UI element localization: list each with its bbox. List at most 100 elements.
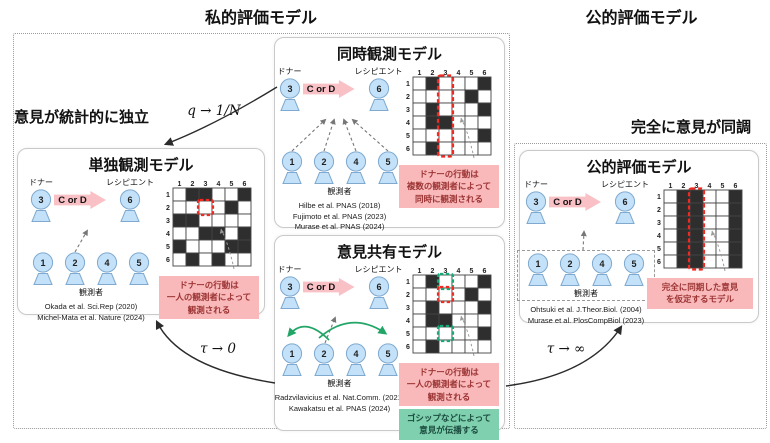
panel-opinion-sharing: 意見共有モデル ドナー 3 C or D レシピエント 6 bbox=[274, 235, 505, 440]
svg-text:4: 4 bbox=[657, 233, 661, 240]
observers-row: 1 2 4 5 bbox=[525, 253, 647, 287]
panel-single-observation: 単独観測モデル ドナー 3 C or D レシピエント 6 bbox=[17, 148, 265, 322]
svg-text:5: 5 bbox=[631, 259, 636, 269]
observation-arrows bbox=[30, 227, 152, 253]
svg-text:4: 4 bbox=[104, 258, 109, 268]
svg-text:6: 6 bbox=[734, 183, 738, 190]
references: Hilbe et al. PNAS (2018)Fujimoto et al. … bbox=[292, 201, 387, 231]
recipient-agent-icon: 6 bbox=[366, 78, 392, 117]
observer-agent-icon: 2 bbox=[62, 252, 88, 286]
svg-text:2: 2 bbox=[657, 207, 661, 214]
observers-group-box: 1 2 4 5 観測者 bbox=[517, 250, 655, 301]
svg-text:3: 3 bbox=[287, 282, 292, 292]
recipient-actor: レシピエント 6 bbox=[106, 177, 154, 228]
tau-zero-label: τ → 0 bbox=[200, 341, 236, 357]
svg-text:2: 2 bbox=[431, 70, 435, 77]
svg-text:4: 4 bbox=[353, 349, 358, 359]
svg-text:5: 5 bbox=[657, 246, 661, 253]
svg-text:2: 2 bbox=[431, 268, 435, 275]
svg-text:3: 3 bbox=[406, 107, 410, 114]
observers-label: 観測者 bbox=[327, 187, 352, 196]
donor-label: ドナー bbox=[277, 265, 302, 274]
svg-text:6: 6 bbox=[243, 181, 247, 188]
caption-gossip: ゴシップなどによって意見が伝播する bbox=[399, 408, 499, 440]
private-models-region-box bbox=[13, 33, 510, 429]
tau-infinity-label: τ → ∞ bbox=[546, 341, 586, 357]
observer-agent-icon: 5 bbox=[621, 253, 647, 287]
svg-text:2: 2 bbox=[166, 205, 170, 212]
svg-text:1: 1 bbox=[289, 157, 294, 167]
recipient-label: レシピエント bbox=[601, 180, 649, 189]
svg-text:5: 5 bbox=[470, 70, 474, 77]
donor-label: ドナー bbox=[29, 178, 53, 187]
observer-agent-icon: 4 bbox=[343, 343, 369, 377]
svg-text:4: 4 bbox=[166, 231, 170, 238]
recipient-agent-icon: 6 bbox=[117, 189, 143, 228]
caption-observation: ドナーの行動は複数の観測者によって同時に観測される bbox=[399, 165, 499, 208]
svg-text:2: 2 bbox=[321, 349, 326, 359]
svg-text:6: 6 bbox=[406, 146, 410, 153]
observation-and-gossip-arrows bbox=[279, 314, 401, 344]
svg-text:1: 1 bbox=[406, 279, 410, 286]
panel-simultaneous-observation: 同時観測モデル ドナー 3 C or D レシピエント 6 bbox=[274, 37, 505, 231]
observer-agent-icon: 1 bbox=[30, 252, 56, 286]
svg-text:5: 5 bbox=[406, 331, 410, 338]
observer-agent-icon: 2 bbox=[557, 253, 583, 287]
caption-observation: ドナーの行動は一人の観測者によって観測される bbox=[159, 276, 259, 319]
panel-public-assessment: 公的評価モデル ドナー 3 C or D レシピエント 6 bbox=[517, 150, 759, 326]
caption-observation: ドナーの行動は一人の観測者によって観測される bbox=[399, 363, 499, 406]
donor-label: ドナー bbox=[524, 180, 548, 189]
recipient-actor: レシピエント 6 bbox=[355, 66, 403, 117]
recipient-actor: レシピエント 6 bbox=[355, 264, 403, 315]
action-arrow: C or D bbox=[302, 80, 355, 98]
svg-text:4: 4 bbox=[353, 157, 358, 167]
recipient-agent-icon: 6 bbox=[366, 276, 392, 315]
svg-text:2: 2 bbox=[321, 157, 326, 167]
observers-row: 1 2 4 5 bbox=[279, 151, 401, 185]
observer-agent-icon: 1 bbox=[525, 253, 551, 287]
donor-recipient-pair: ドナー 3 C or D レシピエント 6 bbox=[277, 66, 403, 117]
svg-text:6: 6 bbox=[483, 268, 487, 275]
interaction-diagram: ドナー 3 C or D レシピエント 6 1 bbox=[23, 177, 159, 323]
svg-text:6: 6 bbox=[657, 259, 661, 266]
svg-text:2: 2 bbox=[72, 258, 77, 268]
svg-text:5: 5 bbox=[721, 183, 725, 190]
observers-row: 1 2 4 5 bbox=[30, 252, 152, 286]
svg-text:6: 6 bbox=[376, 84, 381, 94]
recipient-label: レシピエント bbox=[106, 178, 154, 187]
donor-actor: ドナー 3 bbox=[277, 264, 303, 315]
donor-agent-icon: 3 bbox=[277, 276, 303, 315]
svg-text:3: 3 bbox=[533, 197, 538, 207]
svg-text:5: 5 bbox=[385, 157, 390, 167]
svg-text:3: 3 bbox=[444, 70, 448, 77]
references: Ohtsuki et al. J.Theor.Biol. (2004)Muras… bbox=[527, 305, 645, 325]
svg-text:4: 4 bbox=[217, 181, 221, 188]
panel-title: 意見共有モデル bbox=[336, 244, 442, 261]
svg-text:3: 3 bbox=[695, 183, 699, 190]
donor-actor: ドナー 3 bbox=[277, 66, 303, 117]
svg-text:4: 4 bbox=[708, 183, 712, 190]
header-public-models: 公的評価モデル bbox=[585, 10, 698, 27]
svg-text:2: 2 bbox=[406, 292, 410, 299]
caption-synchronized: 完全に同期した意見を仮定するモデル bbox=[647, 278, 753, 309]
svg-text:3: 3 bbox=[657, 220, 661, 227]
label-opinions-synchronized: 完全に意見が同調 bbox=[631, 119, 752, 136]
interaction-diagram: ドナー 3 C or D レシピエント 6 1 bbox=[517, 179, 655, 326]
svg-text:2: 2 bbox=[191, 181, 195, 188]
svg-text:3: 3 bbox=[204, 181, 208, 188]
svg-text:4: 4 bbox=[406, 318, 410, 325]
observer-agent-icon: 2 bbox=[311, 343, 337, 377]
recipient-actor: レシピエント 6 bbox=[601, 179, 649, 230]
header-private-models: 私的評価モデル bbox=[204, 10, 317, 27]
svg-text:1: 1 bbox=[669, 183, 673, 190]
observer-agent-icon: 1 bbox=[279, 343, 305, 377]
observer-agent-icon: 5 bbox=[375, 151, 401, 185]
svg-text:5: 5 bbox=[166, 244, 170, 251]
donor-label: ドナー bbox=[277, 67, 302, 76]
donor-agent-icon: 3 bbox=[523, 191, 549, 230]
svg-text:5: 5 bbox=[470, 268, 474, 275]
panel-title: 公的評価モデル bbox=[586, 159, 692, 176]
